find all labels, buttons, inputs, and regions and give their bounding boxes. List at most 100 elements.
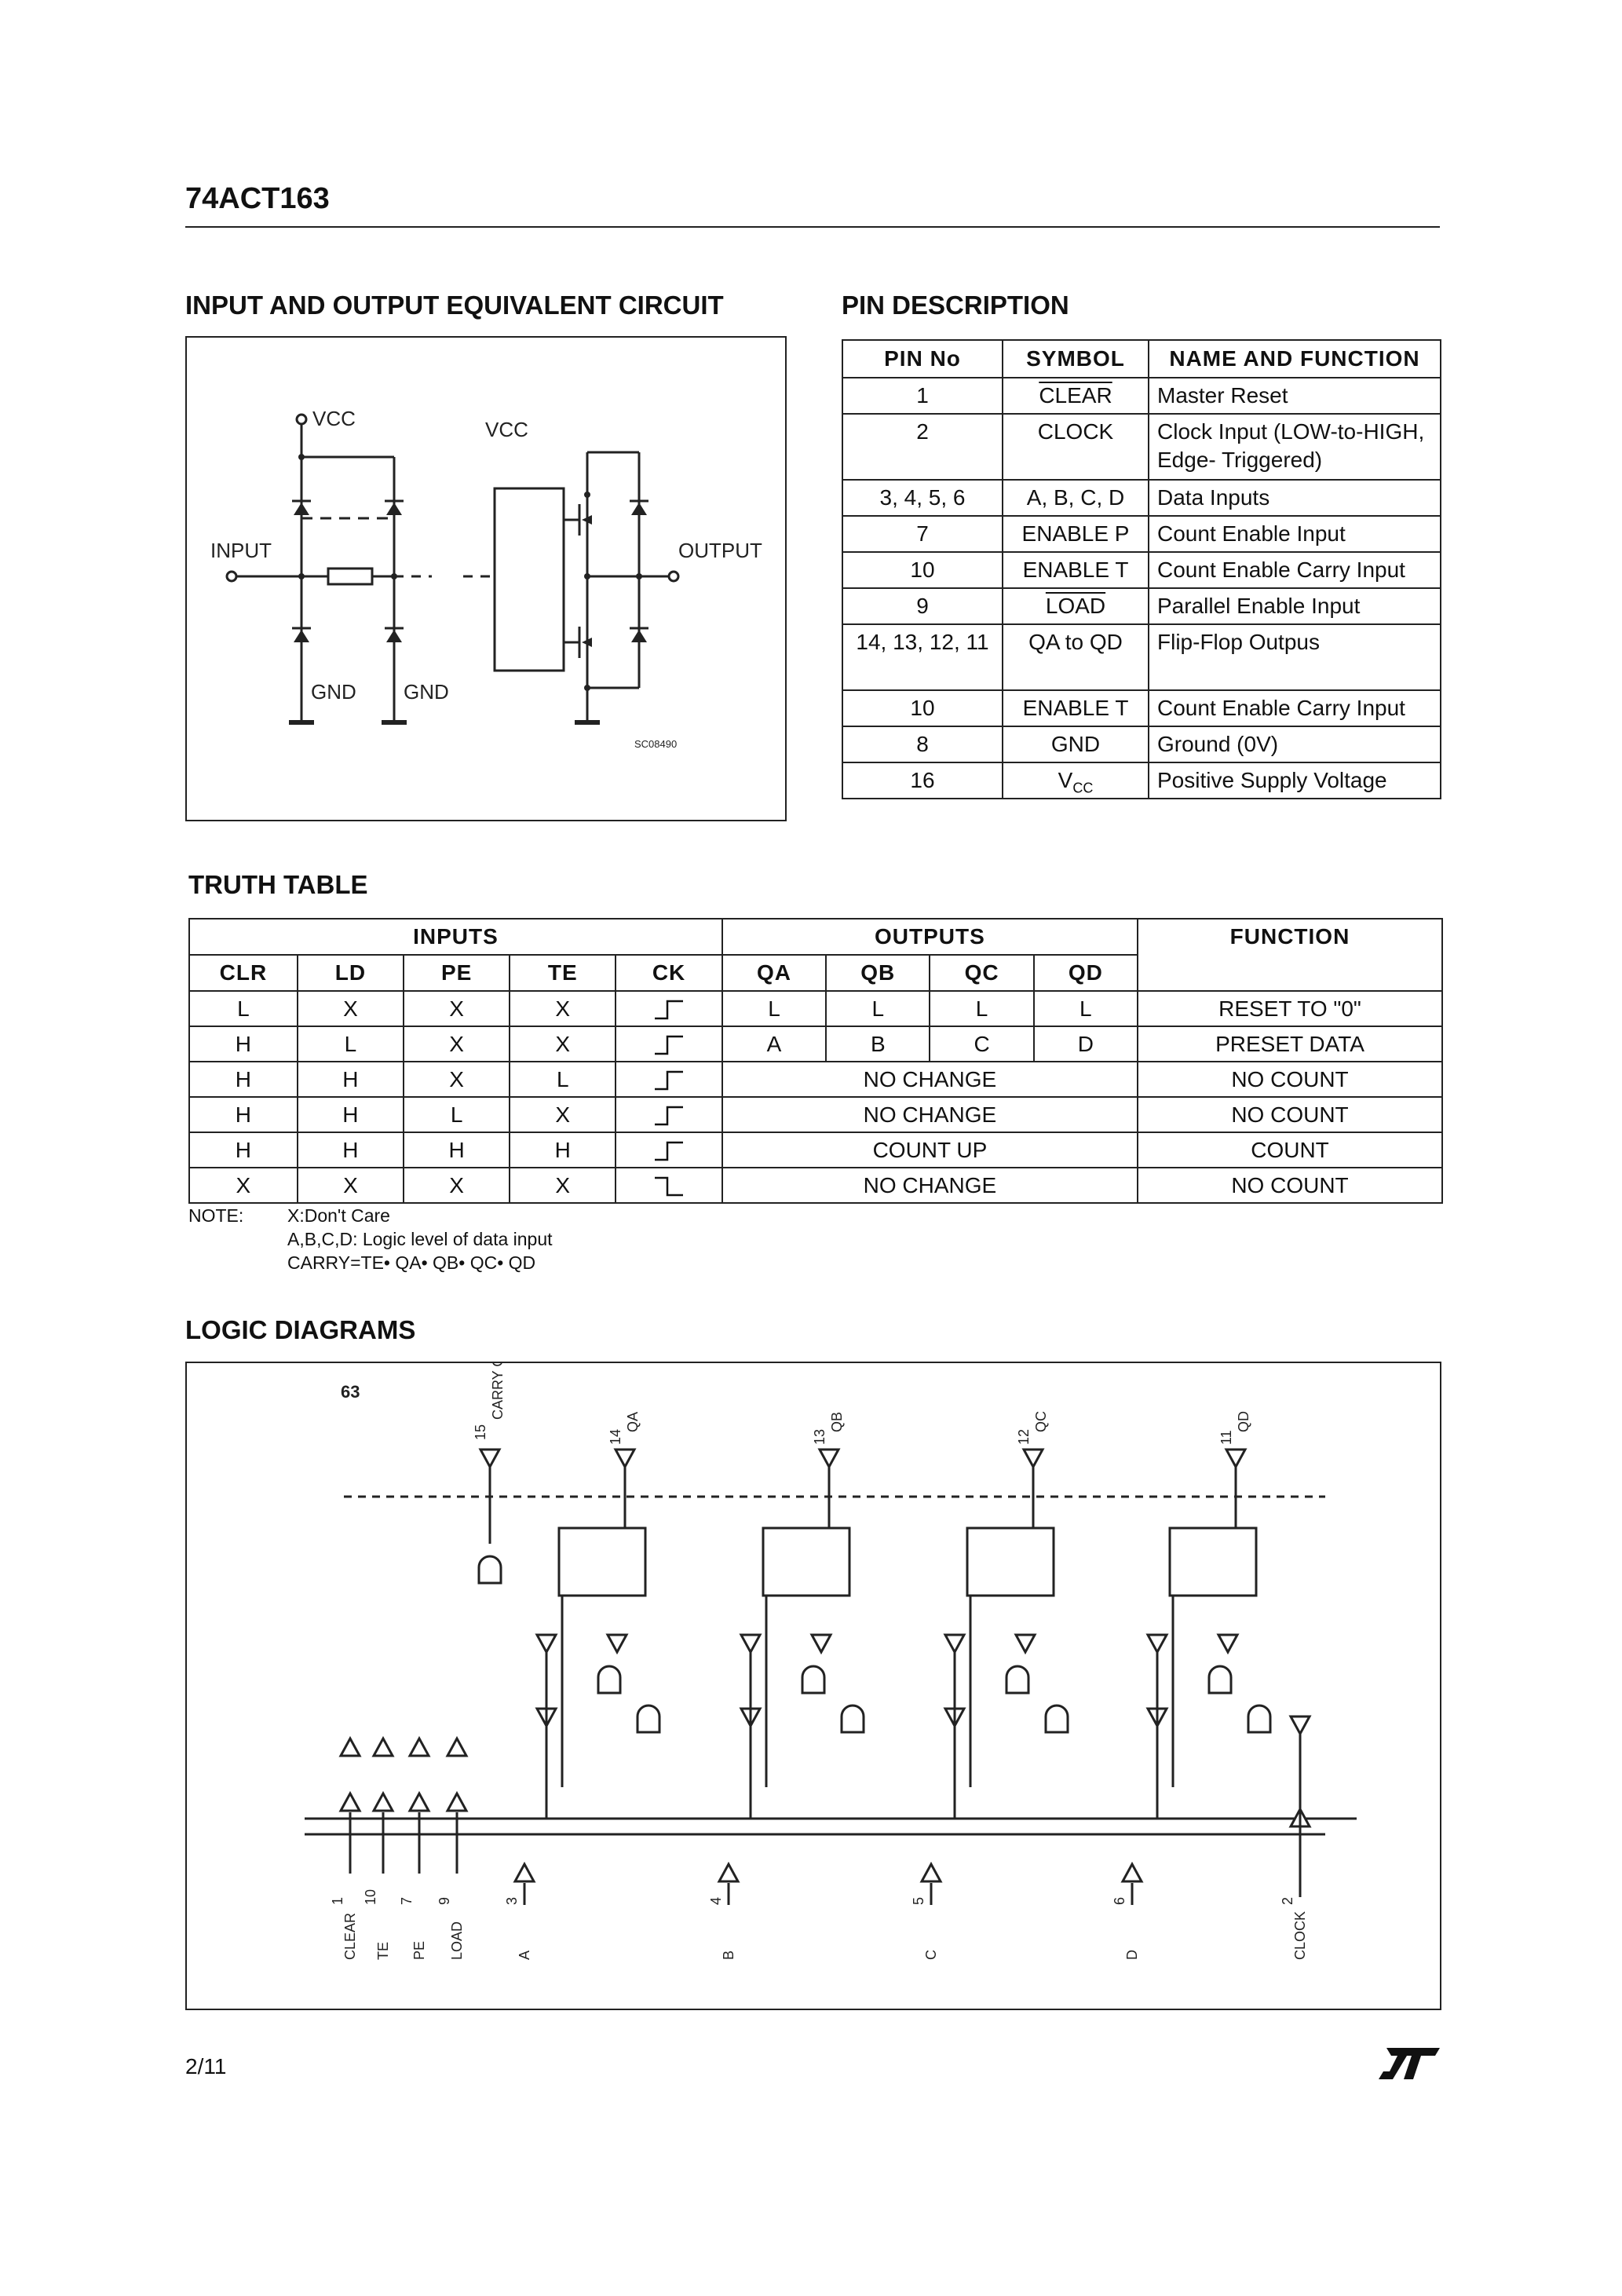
cell-te: X <box>509 1096 617 1133</box>
and-gate <box>1005 1665 1030 1695</box>
cell-qd: L <box>1032 990 1138 1027</box>
and-gate <box>1207 1665 1233 1695</box>
flip-flop <box>557 1526 647 1597</box>
cell-qc: L <box>929 990 1035 1027</box>
pin-symbol: ENABLE P <box>1002 515 1149 553</box>
gnd-label-2: GND <box>404 680 449 704</box>
buffer-gate <box>943 1633 966 1655</box>
cell-qa: A <box>721 1026 827 1062</box>
page-number: 2/11 <box>185 2054 227 2078</box>
io-circuit-figure: VCC VCC INPUT OUTPUT GND GND SC08490 <box>185 336 787 821</box>
cell-outputs: COUNT UP <box>721 1132 1138 1168</box>
input-name: D <box>1124 1950 1140 1960</box>
input-pin: 2 <box>1280 1897 1295 1905</box>
header-rule <box>185 226 1440 228</box>
cell-pe: L <box>403 1096 511 1133</box>
truth-table-group-row: INPUTS OUTPUTS FUNCTION <box>188 918 1444 992</box>
figure-code: SC08490 <box>634 738 677 750</box>
input-name: CLOCK <box>1292 1911 1308 1960</box>
input-name: PE <box>411 1941 427 1960</box>
cell-outputs: NO CHANGE <box>721 1061 1138 1098</box>
pin-symbol: ENABLE T <box>1002 689 1149 727</box>
buffer-gate <box>919 1861 943 1883</box>
col-te: TE <box>509 954 617 992</box>
buffer-gate <box>445 1790 469 1812</box>
cell-te: H <box>509 1132 617 1168</box>
and-gate <box>636 1704 661 1734</box>
pin-number: 14, 13, 12, 11 <box>842 623 1003 691</box>
pin-number: 2 <box>842 413 1003 481</box>
pin-number: 9 <box>842 587 1003 625</box>
buffer-gate <box>613 1448 637 1470</box>
pin-number: 10 <box>842 551 1003 589</box>
output-name: QB <box>829 1412 845 1432</box>
cell-ck <box>615 1026 723 1062</box>
outputs-group-header: OUTPUTS <box>721 918 1138 956</box>
input-name: C <box>923 1950 939 1960</box>
pin-function: Data Inputs <box>1148 479 1441 517</box>
cell-clr: H <box>188 1096 298 1133</box>
pin-number: 7 <box>842 515 1003 553</box>
cell-outputs: NO CHANGE <box>721 1167 1138 1204</box>
pin-number: 16 <box>842 762 1003 799</box>
pin-symbol-text: CLEAR <box>1039 383 1112 408</box>
and-gate <box>801 1665 826 1695</box>
pin-symbol: VCC <box>1002 762 1149 799</box>
pin-function: Parallel Enable Input <box>1148 587 1441 625</box>
pin-symbol: CLOCK <box>1002 413 1149 481</box>
pin-symbol-text: A, B, C, D <box>1026 485 1125 510</box>
flip-flop <box>966 1526 1055 1597</box>
falling-edge-icon <box>655 1176 684 1197</box>
col-qd: QD <box>1032 954 1138 992</box>
logic-diagrams-title: LOGIC DIAGRAMS <box>185 1315 416 1344</box>
pin-symbol-text: V <box>1058 768 1073 792</box>
cell-outputs: NO CHANGE <box>721 1096 1138 1133</box>
cell-qb: B <box>825 1026 931 1062</box>
col-symbol: SYMBOL <box>1002 339 1149 378</box>
note-carry: CARRY=TE• QA• QB• QC• QD <box>287 1252 536 1273</box>
note-data-input: A,B,C,D: Logic level of data input <box>287 1229 553 1249</box>
cell-ck <box>615 1132 723 1168</box>
input-pin: 3 <box>504 1897 520 1905</box>
io-circuit-title: INPUT AND OUTPUT EQUIVALENT CIRCUIT <box>185 291 724 320</box>
pin-function: Count Enable Carry Input <box>1148 689 1441 727</box>
cell-qa: L <box>721 990 827 1027</box>
cell-function: NO COUNT <box>1136 1167 1444 1204</box>
col-pe: PE <box>403 954 511 992</box>
buffer-gate <box>1120 1861 1144 1883</box>
pin-function: Count Enable Carry Input <box>1148 551 1441 589</box>
and-gate <box>477 1555 502 1585</box>
buffer-gate <box>1021 1448 1045 1470</box>
function-header: FUNCTION <box>1136 918 1444 992</box>
input-name: A <box>517 1951 532 1960</box>
cell-ld: X <box>296 1167 405 1204</box>
cell-function: PRESET DATA <box>1136 1026 1444 1062</box>
buffer-gate <box>478 1448 502 1470</box>
cell-function: RESET TO "0" <box>1136 990 1444 1027</box>
carry-pin: 15 <box>473 1424 488 1440</box>
buffer-gate <box>739 1633 762 1655</box>
output-name: QC <box>1033 1411 1049 1432</box>
cell-qb: L <box>825 990 931 1027</box>
pin-symbol-subscript: CC <box>1072 780 1094 796</box>
col-name-function: NAME AND FUNCTION <box>1148 339 1441 378</box>
input-pin: 6 <box>1112 1897 1127 1905</box>
and-gate <box>840 1704 865 1734</box>
output-pin: 14 <box>608 1429 623 1445</box>
pin-function: Positive Supply Voltage <box>1148 762 1441 799</box>
col-clr: CLR <box>188 954 298 992</box>
buffer-gate <box>338 1735 362 1757</box>
cell-clr: H <box>188 1132 298 1168</box>
cell-ld: H <box>296 1061 405 1098</box>
and-gate <box>1247 1704 1272 1734</box>
input-name: TE <box>375 1942 391 1960</box>
cell-ck <box>615 990 723 1027</box>
buffer-gate <box>605 1633 629 1655</box>
cell-pe: X <box>403 1026 511 1062</box>
